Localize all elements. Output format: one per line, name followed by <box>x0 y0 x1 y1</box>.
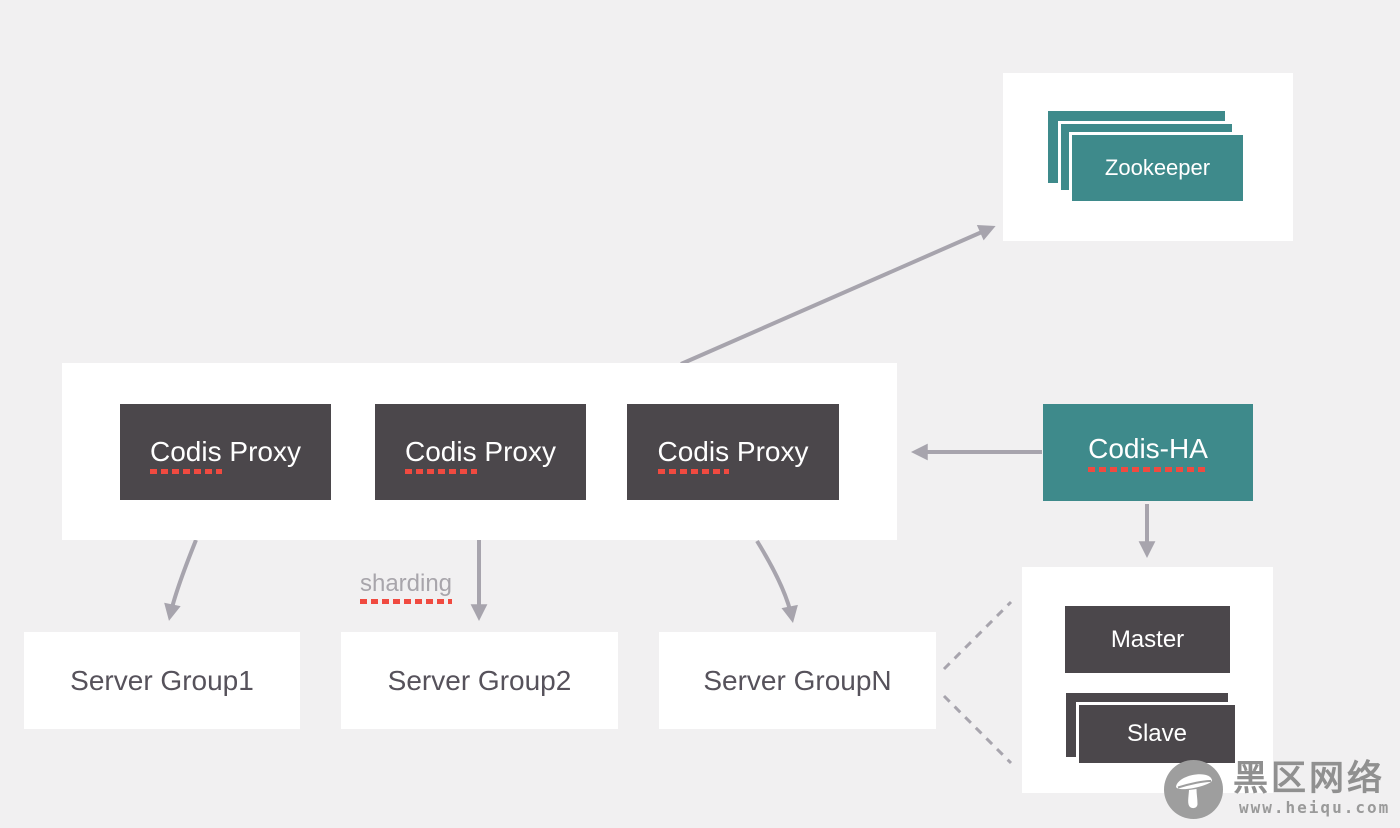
codis-proxy-node-1: Codis Proxy <box>120 404 331 500</box>
server-group2-node: Server Group2 <box>341 632 618 729</box>
codis-proxy-label-rest: Proxy <box>729 436 809 467</box>
codis-proxy-label-word: Codis <box>657 436 730 474</box>
master-node: Master <box>1065 606 1230 673</box>
server-group2-label: Server Group2 <box>387 664 572 696</box>
arrow-proxy-to-zookeeper <box>680 225 996 366</box>
codis-proxy-label-word: Codis <box>405 436 477 474</box>
codis-proxy-label-word: Codis <box>150 436 222 474</box>
server-groupN-label: Server GroupN <box>703 664 892 696</box>
server-groupN-node: Server GroupN <box>659 632 936 729</box>
codis-proxy-label-rest: Proxy <box>221 436 301 467</box>
watermark-text: 黑区网络 www.heiqu.com <box>1233 759 1391 818</box>
slave-node: Slave <box>1076 702 1238 766</box>
watermark-site-url: www.heiqu.com <box>1239 798 1391 817</box>
server-group1-node: Server Group1 <box>24 632 300 729</box>
dashed-link-groupN-expand-bottom <box>942 694 1013 765</box>
master-label: Master <box>1110 625 1185 653</box>
codis-ha-label: Codis-HA <box>1088 433 1208 472</box>
slave-label: Slave <box>1126 720 1188 747</box>
server-group1-label: Server Group1 <box>70 664 254 696</box>
watermark: 黑区网络 www.heiqu.com <box>1164 760 1390 819</box>
codis-proxy-label-rest: Proxy <box>476 436 556 467</box>
zookeeper-label: Zookeeper <box>1104 155 1211 180</box>
watermark-site-name: 黑区网络 <box>1233 759 1386 798</box>
sharding-annotation: sharding <box>346 570 466 604</box>
master-slave-panel: Master Slave <box>1022 567 1273 793</box>
zookeeper-node: Zookeeper <box>1069 132 1246 204</box>
codis-ha-node: Codis-HA <box>1043 404 1253 501</box>
sharding-annotation-text: sharding <box>359 570 453 604</box>
codis-proxy-node-3: Codis Proxy <box>627 404 839 500</box>
codis-proxy-label: Codis Proxy <box>150 436 301 474</box>
codis-proxy-label: Codis Proxy <box>405 436 556 474</box>
zookeeper-panel: Zookeeper <box>1003 73 1293 241</box>
arrow-proxy-to-groupN <box>755 539 798 623</box>
mushroom-icon <box>1164 760 1223 819</box>
codis-proxy-node-2: Codis Proxy <box>375 404 586 500</box>
codis-proxy-panel: Codis Proxy Codis Proxy Codis Proxy <box>62 363 897 540</box>
codis-proxy-label: Codis Proxy <box>657 436 809 474</box>
dashed-link-groupN-expand-top <box>942 600 1013 671</box>
arrow-proxy-to-group1 <box>164 539 198 621</box>
